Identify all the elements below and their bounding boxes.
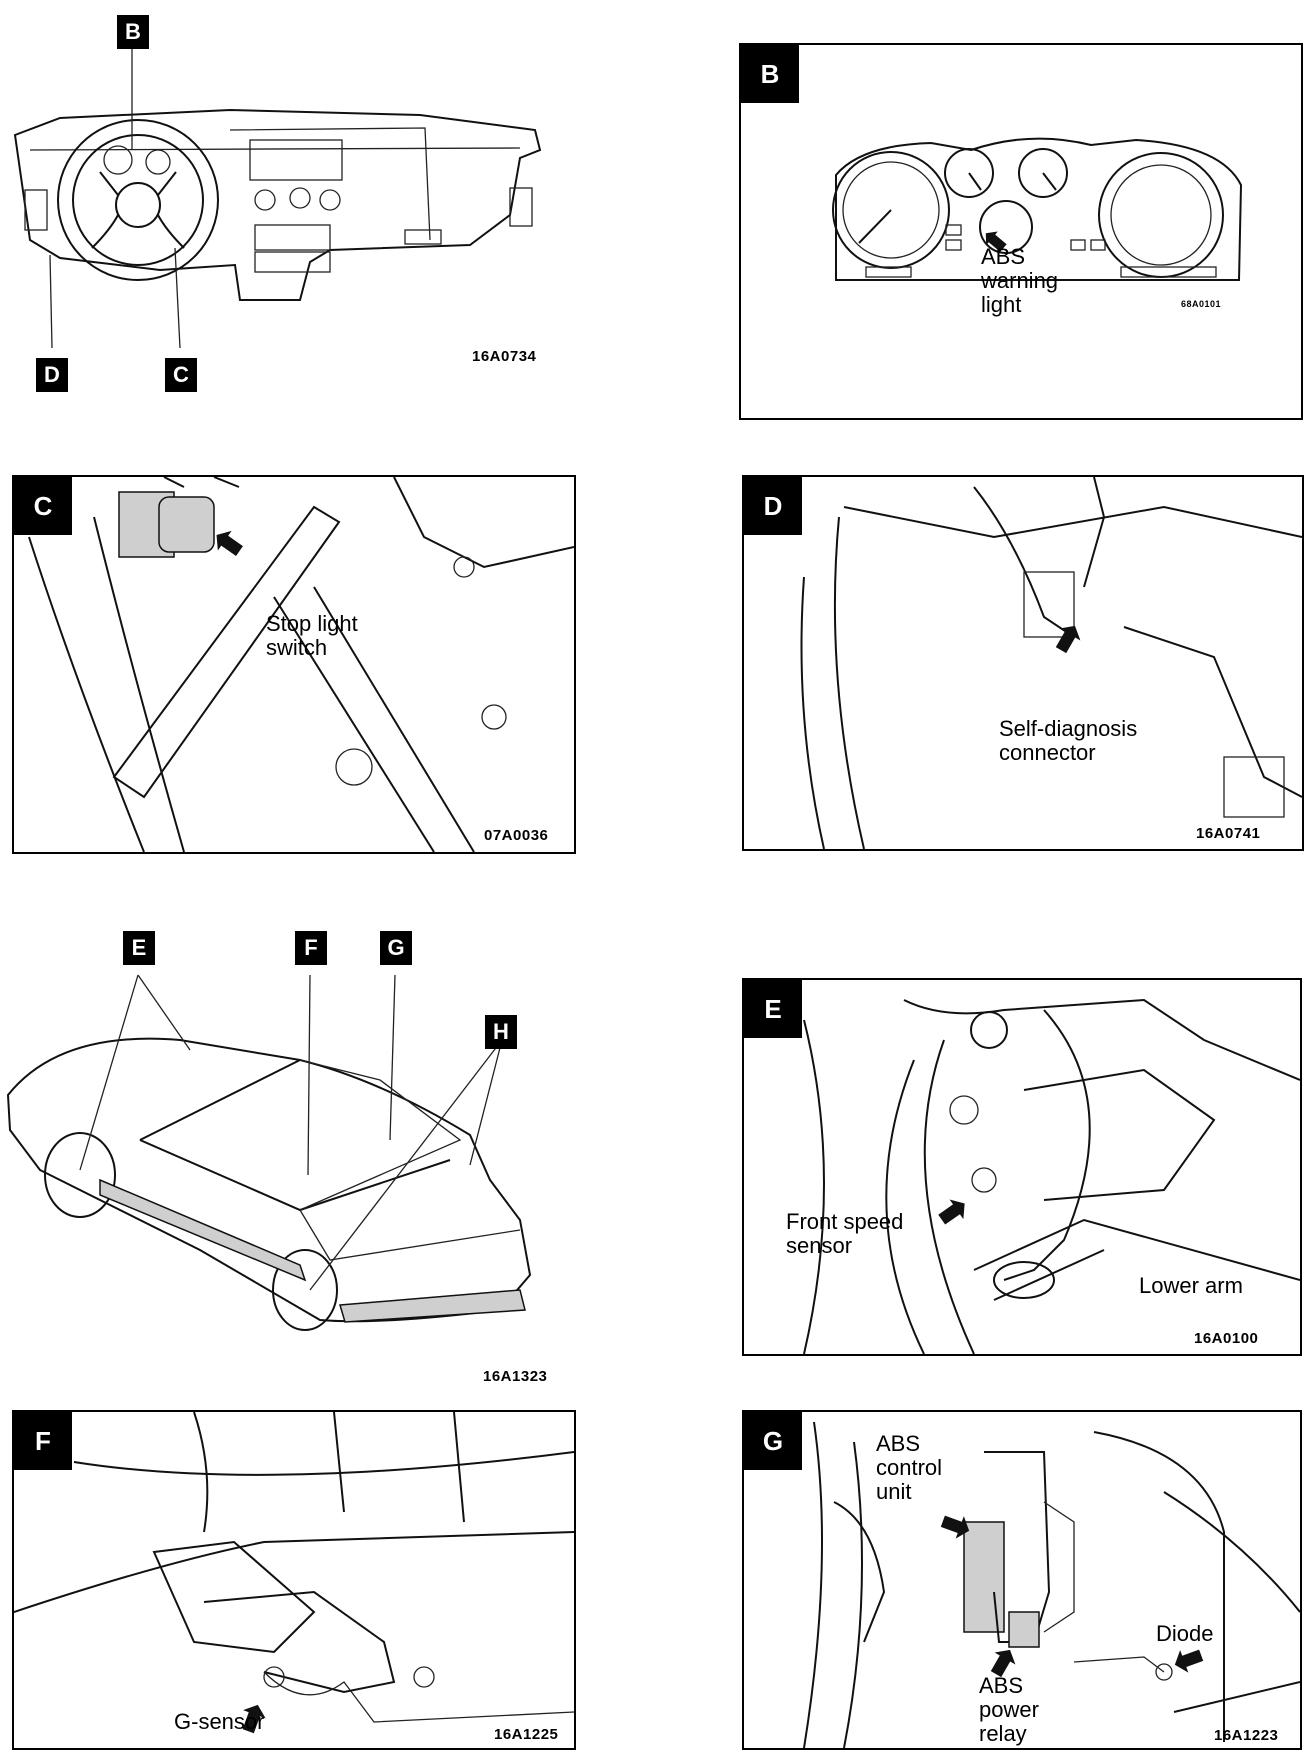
- g-sensor-drawing: [14, 1412, 574, 1734]
- stop-light-switch-drawing: [28, 477, 574, 852]
- figure-number: 16A0100: [1194, 1330, 1259, 1347]
- figure-number: 07A0036: [484, 827, 549, 844]
- panel-g-badge: G: [744, 1412, 802, 1470]
- figure-number: 16A0734: [472, 348, 537, 365]
- abs-power-relay-label: ABS power relay: [979, 1673, 1039, 1746]
- figure-number: 16A1323: [483, 1368, 548, 1385]
- instrument-cluster-drawing: [832, 137, 1243, 281]
- self-diagnosis-connector-drawing: [800, 477, 1302, 849]
- callout-c-badge: C: [165, 358, 197, 392]
- figure-number: 68A0101: [1181, 299, 1222, 309]
- front-speed-sensor-drawing: [803, 998, 1300, 1354]
- panel-e-badge: E: [744, 980, 802, 1038]
- panel-f: F G-sensor 16A1225: [12, 1410, 576, 1750]
- panel-f-badge: F: [14, 1412, 72, 1470]
- abs-control-unit-label: ABS control unit: [876, 1431, 943, 1504]
- lower-arm-label: Lower arm: [1139, 1273, 1243, 1298]
- car-drawing: [6, 974, 532, 1331]
- stop-light-switch-label: Stop light switch: [266, 611, 358, 660]
- panel-b-badge: B: [741, 45, 799, 103]
- callout-g-badge: G: [380, 931, 412, 965]
- front-speed-sensor-label: Front speed sensor: [786, 1209, 904, 1258]
- abs-control-unit-drawing: [803, 1421, 1300, 1748]
- figure-number: 16A1225: [494, 1726, 559, 1743]
- car-overview: E F G H 16A1323: [0, 930, 570, 1390]
- g-sensor-label: G-sensor: [174, 1709, 265, 1734]
- diode-label: Diode: [1156, 1621, 1214, 1646]
- panel-b: B ABS warning light 68A0101: [739, 43, 1303, 420]
- callout-e-badge: E: [123, 931, 155, 965]
- panel-c: C Stop light switch 07A0036: [12, 475, 576, 854]
- self-diagnosis-connector-label: Self-diagnosis connector: [999, 716, 1138, 765]
- figure-number: 16A1223: [1214, 1727, 1279, 1744]
- callout-b-badge: B: [117, 15, 149, 49]
- panel-d: D Self-diagnosis connector 16A0741: [742, 475, 1304, 851]
- figure-number: 16A0741: [1196, 825, 1261, 842]
- panel-d-badge: D: [744, 477, 802, 535]
- callout-d-badge: D: [36, 358, 68, 392]
- dashboard-overview: B D C 16A0734: [0, 0, 560, 392]
- abs-warning-light-label: ABS warning light: [981, 244, 1059, 317]
- panel-e: E Front speed sensor Lower arm 16A0100: [742, 978, 1302, 1356]
- dashboard-drawing: [13, 48, 542, 349]
- panel-c-badge: C: [14, 477, 72, 535]
- panel-g: G ABS control unit ABS power relay Diode…: [742, 1410, 1302, 1750]
- callout-h-badge: H: [485, 1015, 517, 1049]
- callout-f-badge: F: [295, 931, 327, 965]
